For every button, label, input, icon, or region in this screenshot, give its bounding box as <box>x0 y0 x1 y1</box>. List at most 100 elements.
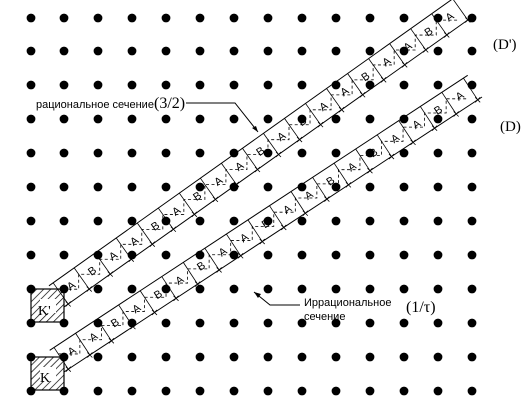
strip-rung <box>453 0 469 21</box>
projection-mark <box>453 111 459 117</box>
strip-rung <box>204 247 220 271</box>
lattice-dot <box>161 148 171 158</box>
lattice-dot <box>365 216 375 226</box>
sequence-letter: A <box>411 117 424 131</box>
lattice-staircase <box>58 98 468 355</box>
lattice-dot <box>399 80 409 90</box>
lattice-dot <box>297 216 307 226</box>
sequence-letter: B <box>149 220 162 234</box>
lattice-dot <box>93 386 103 396</box>
lattice-dot <box>59 114 69 124</box>
unit-cells <box>30 288 65 391</box>
lattice-dot <box>297 114 307 124</box>
projection-mark <box>474 97 481 103</box>
strip-edge-lower <box>63 96 483 373</box>
lattice-dot <box>467 80 477 90</box>
lattice-dot <box>433 80 443 90</box>
lattice-dot <box>161 250 171 260</box>
lattice-dot <box>161 182 171 192</box>
lattice-dot <box>26 114 36 124</box>
lattice-dot <box>229 148 239 158</box>
sequence-letter: A <box>217 245 230 259</box>
lattice-dot <box>297 182 307 192</box>
lattice-dot <box>127 46 137 56</box>
sequence-letter: B <box>296 115 309 129</box>
lattice-dot <box>433 216 443 226</box>
sequence-letter: A <box>454 89 467 103</box>
projection-mark <box>130 323 136 330</box>
irrational-section-label-line1: Иррациональное <box>304 297 392 309</box>
projection-mark <box>173 295 179 302</box>
lattice-dot <box>331 46 341 56</box>
lattice-dot <box>263 46 273 56</box>
lattice-dot <box>127 284 137 294</box>
strip-rung <box>263 133 279 155</box>
lattice-dot <box>93 46 103 56</box>
sequence-letter: B <box>367 146 380 160</box>
lattice-dot <box>161 386 171 396</box>
lattice-dot <box>365 386 375 396</box>
lattice-dot <box>399 352 409 362</box>
projection-mark <box>237 252 244 259</box>
lattice-dot <box>229 80 239 90</box>
sequence-letter: B <box>195 260 208 274</box>
sequence-letter: A <box>303 188 316 202</box>
lattice-dot <box>467 250 477 260</box>
lattice-dot <box>365 284 375 294</box>
strip-rung <box>200 177 216 200</box>
strip-rung <box>419 106 435 129</box>
projection-mark <box>317 121 324 128</box>
lattice-dot <box>127 13 137 23</box>
lattice-dot <box>433 386 443 396</box>
strip-rung <box>410 28 427 51</box>
lattice-dot <box>93 80 103 90</box>
projection-mark <box>128 256 135 262</box>
lattice-dot <box>263 386 273 396</box>
lattice-dot <box>467 284 477 294</box>
lattice-dot <box>297 250 307 260</box>
strip-edge-lower <box>63 16 473 308</box>
lattice-dot <box>331 386 341 396</box>
lattice-dot <box>297 386 307 396</box>
lattice-dot <box>195 318 205 328</box>
strip-rung <box>355 148 371 171</box>
strip-rung <box>75 333 91 356</box>
sequence-letter: A <box>444 10 457 24</box>
lattice-dot <box>26 182 36 192</box>
strip-rung <box>96 318 112 342</box>
lattice-dot <box>297 13 307 23</box>
strip-rung <box>290 191 306 214</box>
lattice-dot <box>161 13 171 23</box>
projection-mark <box>87 352 93 358</box>
strip-rung <box>157 207 174 230</box>
lattice-dot <box>467 386 477 396</box>
strip-rung <box>179 192 195 215</box>
lattice-dot <box>161 80 171 90</box>
lattice-dot <box>331 148 341 158</box>
lattice-dot <box>467 318 477 328</box>
sequence-letter: A <box>238 231 251 245</box>
lattice-dot <box>229 352 239 362</box>
lattice-dot <box>399 284 409 294</box>
sequence-letter: A <box>212 174 225 188</box>
sequence-letter: B <box>423 25 436 39</box>
projection-mark <box>401 62 408 68</box>
lattice-dot <box>93 250 103 260</box>
lattice-dot <box>365 352 375 362</box>
sequence-letter: B <box>191 190 204 204</box>
projection-mark <box>233 181 240 188</box>
strip-rung <box>284 118 300 140</box>
rational-section-value: (3/2) <box>154 95 186 112</box>
lattice-dot <box>297 80 307 90</box>
box-upper-label: K' <box>38 304 51 319</box>
projection-mark <box>65 366 72 372</box>
lattice-dot <box>297 148 307 158</box>
lattice-dot <box>229 386 239 396</box>
sequence-letter: B <box>432 104 445 118</box>
lattice-dot <box>433 182 443 192</box>
strip-lower-label: (D) <box>500 119 521 135</box>
lattice-dot <box>195 114 205 124</box>
strip-rung <box>118 304 134 327</box>
lattice-dot <box>331 182 341 192</box>
